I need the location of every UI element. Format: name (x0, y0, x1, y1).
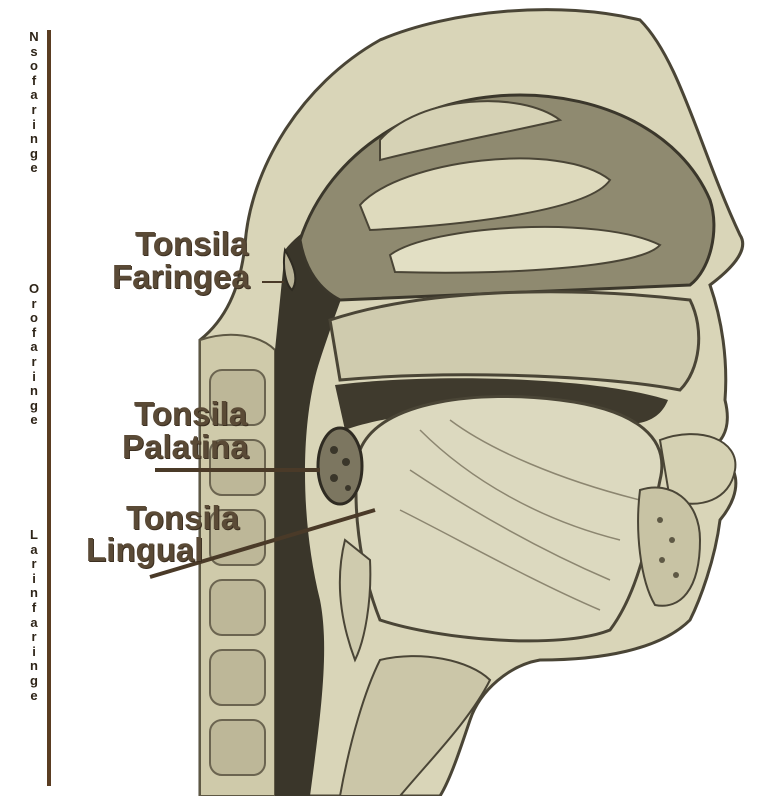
region-divider-line (47, 30, 51, 786)
hard-palate (330, 292, 699, 390)
mandible (638, 487, 700, 605)
label-lingual-tonsil-line1: Tonsila (126, 502, 239, 534)
tongue (356, 397, 662, 641)
label-lingual-tonsil-line2: Lingual (86, 534, 203, 566)
label-pharyngeal-tonsil-line1: Tonsila (135, 228, 248, 260)
label-pharyngeal-tonsil-line2: Faringea (112, 261, 250, 293)
palatine-tonsil (318, 428, 362, 504)
label-palatine-tonsil-line2: Palatina (122, 431, 249, 463)
label-palatine-tonsil-line1: Tonsila (134, 398, 247, 430)
